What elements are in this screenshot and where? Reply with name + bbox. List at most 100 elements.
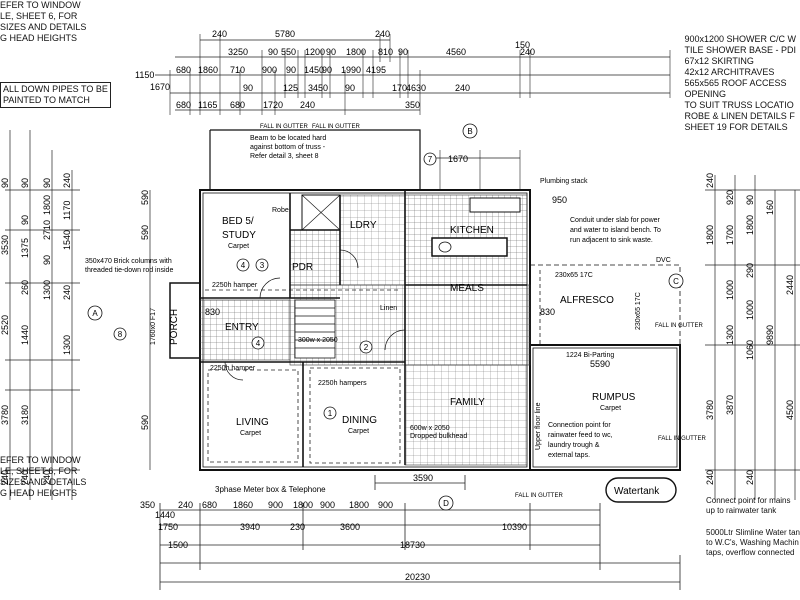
- marker-d: D: [443, 499, 449, 508]
- note-line: ALL DOWN PIPES TO BE: [3, 84, 108, 94]
- room-porch: PORCH: [169, 309, 180, 345]
- conduit-note: and water to island bench. To: [570, 227, 661, 234]
- beam-note: against bottom of truss -: [250, 144, 326, 151]
- brick-note: threaded tie-down rod inside: [85, 267, 173, 274]
- dim-label: 1170: [62, 201, 72, 220]
- dim-label: 1450: [304, 65, 324, 75]
- note-line: LE, SHEET 6, FOR: [0, 11, 78, 21]
- dim-label: 20230: [405, 572, 430, 582]
- dim-label: 125: [283, 83, 298, 93]
- dim-label: 1800: [293, 500, 313, 510]
- dim-label: 1670: [448, 154, 468, 164]
- dim-label: 90: [42, 255, 52, 265]
- dim-label: 1300: [725, 325, 735, 345]
- dim-label: 240: [520, 47, 535, 57]
- dim-label: 90: [243, 83, 253, 93]
- dim-label: 900: [378, 500, 393, 510]
- bottom-dimension-lines: [159, 475, 681, 590]
- dim-label: 1800: [346, 47, 366, 57]
- left-dimension-text: 90 90 90 1800 240 3530 90 1375 2710 90 1…: [0, 173, 150, 485]
- dim-label: 350: [405, 100, 420, 110]
- dim-label: 90: [345, 83, 355, 93]
- fall-gutter-label: FALL IN GUTTER: [312, 124, 360, 130]
- dim-label: 680: [176, 65, 191, 75]
- dim-label: 710: [230, 65, 245, 75]
- dim-label: 1440: [155, 510, 175, 520]
- spec-line: ROBE & LINEN DETAILS F: [684, 111, 795, 121]
- spec-line: 42x12 ARCHITRAVES: [684, 67, 775, 77]
- dim-label: 1990: [341, 65, 361, 75]
- plumbing-stack-label: Plumbing stack: [540, 178, 588, 185]
- dim-label: 1200: [305, 47, 325, 57]
- dim-label: 18730: [400, 540, 425, 550]
- note-line: SIZES AND DETAILS: [0, 477, 87, 487]
- dim-label: 90: [326, 47, 336, 57]
- dim-label: 920: [725, 190, 735, 205]
- note-line: up to rainwater tank: [706, 506, 777, 515]
- dim-label: 1860: [198, 65, 218, 75]
- room-family: FAMILY: [450, 397, 485, 408]
- spec-line: OPENING: [684, 89, 726, 99]
- room-carpet: Carpet: [600, 405, 621, 412]
- dim-label: 170: [392, 83, 407, 93]
- dim-label: 90: [20, 178, 30, 188]
- conduit-note: Conduit under slab for power: [570, 217, 661, 224]
- dim-label: 3780: [705, 400, 715, 420]
- dim-label: 1800: [42, 195, 52, 215]
- note-line: LE, SHEET 6, FOR: [0, 466, 78, 476]
- dim-label: 150: [515, 40, 530, 50]
- dim-label: 900: [320, 500, 335, 510]
- dim-label: 1375: [20, 238, 30, 258]
- marker-a: A: [92, 309, 98, 318]
- room-study: STUDY: [222, 230, 256, 241]
- watertank-label: Watertank: [614, 486, 660, 497]
- connection-note: external taps.: [548, 452, 590, 459]
- room-entry: ENTRY: [225, 322, 259, 333]
- plan-notes: 2250h hamper 2250h hamper 2250h hampers …: [85, 124, 706, 499]
- dim-label: 1540: [62, 230, 72, 250]
- room-dining: DINING: [342, 415, 377, 426]
- grid-marker-text: A B C D 8 1 2 3 4 4 7: [92, 127, 679, 508]
- dim-label: 1800: [745, 215, 755, 235]
- interior-walls: [200, 190, 527, 467]
- dim-label: 1800: [705, 225, 715, 245]
- dim-label: 3590: [413, 473, 433, 483]
- note-line: PAINTED TO MATCH: [3, 95, 90, 105]
- dim-label: 590: [140, 415, 150, 430]
- room-bed5: BED 5/: [222, 216, 254, 227]
- fall-gutter-label: FALL IN GUTTER: [655, 323, 703, 329]
- hamper-label: 2250h hamper: [212, 282, 258, 289]
- room-rumpus: RUMPUS: [592, 392, 636, 403]
- bulkhead-lines: [205, 270, 541, 464]
- dim-label: 830: [205, 307, 220, 317]
- downpipe-note: ALL DOWN PIPES TO BE PAINTED TO MATCH: [0, 82, 111, 108]
- dim-label: 550: [281, 47, 296, 57]
- window-schedule-note: EFER TO WINDOW LE, SHEET 6, FOR SIZES AN…: [0, 0, 86, 44]
- note-line: 5000Ltr Slimline Water tan: [706, 528, 800, 537]
- dim-label: 240: [212, 29, 227, 39]
- porch-size-label: 1760x0 F17: [150, 308, 157, 345]
- left-dimension-lines: [5, 130, 151, 500]
- fall-gutter-label: FALL IN GUTTER: [658, 436, 706, 442]
- brick-note: 350x470 Brick columns with: [85, 258, 172, 265]
- dim-label: 1860: [233, 500, 253, 510]
- marker-8: 8: [118, 330, 123, 339]
- note-line: SIZES AND DETAILS: [0, 22, 87, 32]
- dim-label: 240: [375, 29, 390, 39]
- dim-label: 10390: [502, 522, 527, 532]
- conduit-note: run adjacent to sink waste.: [570, 237, 653, 244]
- marker-1: 1: [328, 409, 333, 418]
- connection-note: Connection point for: [548, 422, 611, 429]
- dim-label: 680: [230, 100, 245, 110]
- connection-note: laundry trough &: [548, 442, 600, 449]
- note-line: EFER TO WINDOW: [0, 0, 81, 10]
- water-tank-note: Connect point for mains up to rainwater …: [706, 496, 800, 558]
- upper-floor-line-label: Upper floor line: [535, 402, 542, 450]
- spec-line: TILE SHOWER BASE - PDI: [684, 45, 796, 55]
- spec-line: 565x565 ROOF ACCESS: [684, 78, 787, 88]
- dim-label: 90: [20, 215, 30, 225]
- room-ldry: LDRY: [350, 220, 377, 231]
- marker-7: 7: [428, 155, 433, 164]
- dim-label: 240: [455, 83, 470, 93]
